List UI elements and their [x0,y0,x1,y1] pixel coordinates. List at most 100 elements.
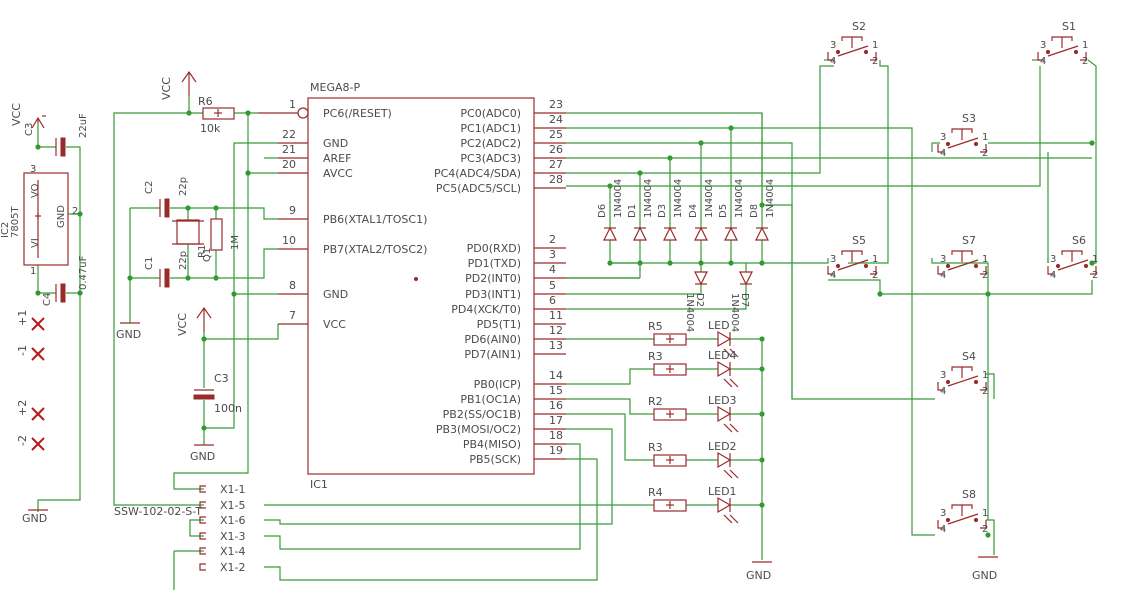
terminal-x [31,437,45,451]
pin-number: 24 [549,113,563,126]
vcc-mid-arrow [196,306,212,319]
pin-number: 15 [549,384,563,397]
junction-dot [201,425,207,431]
switch-blade [947,513,979,525]
switch-contact [863,49,869,55]
c3-top-name: C3 [24,123,35,136]
vcc-left-label: VCC [10,103,23,126]
wire-s7 [931,258,989,520]
gnd-mid-label: GND [190,450,215,463]
switch-pin: 2 [872,56,878,67]
switch-lead [1080,52,1087,61]
gnd-sw-label: GND [972,569,997,582]
wire-pc0 [566,112,935,400]
diode-body [663,226,677,241]
diode-name: D5 [718,204,729,218]
led-body [717,405,732,423]
pin-number: 4 [549,263,556,276]
reg-name: IC2 [0,222,11,238]
r6-name: R6 [198,95,213,108]
switch-pin: 3 [1040,40,1046,51]
junction-dot [213,275,219,281]
reg-vi: VI [30,238,41,248]
pin-label: PB6(XTAL1/TOSC1) [323,213,427,226]
pin-label: PB0(ICP) [474,378,521,391]
pin-label: PD2(INT0) [465,272,521,285]
switch-pin: 3 [830,254,836,265]
led-resistor [653,499,687,512]
junction-dot [667,260,673,266]
connector-pin-label: X1-4 [220,545,246,558]
switch-contact [973,379,979,385]
led-ray [723,348,733,358]
pin-label: PC0(ADC0) [460,107,521,120]
connector-pin-label: X1-6 [220,514,246,527]
junction-dot [35,290,41,296]
c4-name: C4 [42,293,53,306]
diode-body [739,271,753,286]
switch-contact [835,263,841,269]
junction-dot [127,275,133,281]
pin-number: 9 [289,204,296,217]
junction-dot [1089,260,1095,266]
junction-dot [77,290,83,296]
led-resistor-name: R3 [648,441,663,454]
pin-label: PC6(/RESET) [323,107,392,120]
junction-dot [185,205,191,211]
switch-pin: 2 [982,386,988,397]
r1-body [210,218,223,251]
wire-reg-gnd [37,213,81,512]
switch-pin: 4 [1050,270,1056,281]
crystal-body [176,219,200,245]
led-name: LED3 [708,394,737,407]
wire-d7-xck [566,284,747,310]
switch-pin: 1 [1082,40,1088,51]
pin-number: 27 [549,158,563,171]
wire-pb0 [566,368,654,385]
connector-pin-label: X1-2 [220,561,246,574]
junction-dot [35,144,41,150]
r1-name: R1 [197,245,208,258]
led-resistor [653,454,687,467]
junction-dot [186,110,192,116]
c4-plate-filled [60,283,66,303]
wire-miso [264,443,581,550]
diode-name: D6 [597,204,608,218]
wire-s5 [762,258,829,264]
led-ray [723,378,733,388]
r1-value: 1M [230,235,241,250]
wire-pb2 [566,413,654,461]
wire-c3-gnd [66,146,81,214]
reg-pin1: 1 [30,266,36,277]
ic1-name: IC1 [310,478,328,491]
connector-pin [199,516,206,524]
switch-name: S5 [852,234,866,247]
connector-pin-label: X1-3 [220,530,246,543]
led-body [717,451,732,469]
switch-pin: 2 [1082,56,1088,67]
reg-vo: VO [30,183,41,198]
vcc-mid-label: VCC [176,313,189,336]
switch-contact [945,379,951,385]
diode-part: 1N4004 [704,179,715,218]
wire-c4 [37,265,56,294]
parts [23,36,1097,571]
led-resistor [653,363,687,376]
pin-number: 23 [549,98,563,111]
connector-pin [199,563,206,571]
led-ray [729,514,739,524]
diode-part: 1N4004 [729,293,740,332]
switch-pin: 1 [872,254,878,265]
switch-pin: 4 [940,524,946,535]
switch-pin: 1 [982,508,988,519]
led-ray [729,469,739,479]
wire-x13-x16 [189,519,204,537]
switch-contact [973,263,979,269]
switch-lead [937,266,944,275]
switch-contact [973,141,979,147]
ic1-body [307,97,535,475]
supply-terminal-label: +2 [16,400,29,416]
pin-label: GND [323,288,348,301]
diode-name: D2 [694,293,705,307]
wire-pc2 [566,142,793,399]
